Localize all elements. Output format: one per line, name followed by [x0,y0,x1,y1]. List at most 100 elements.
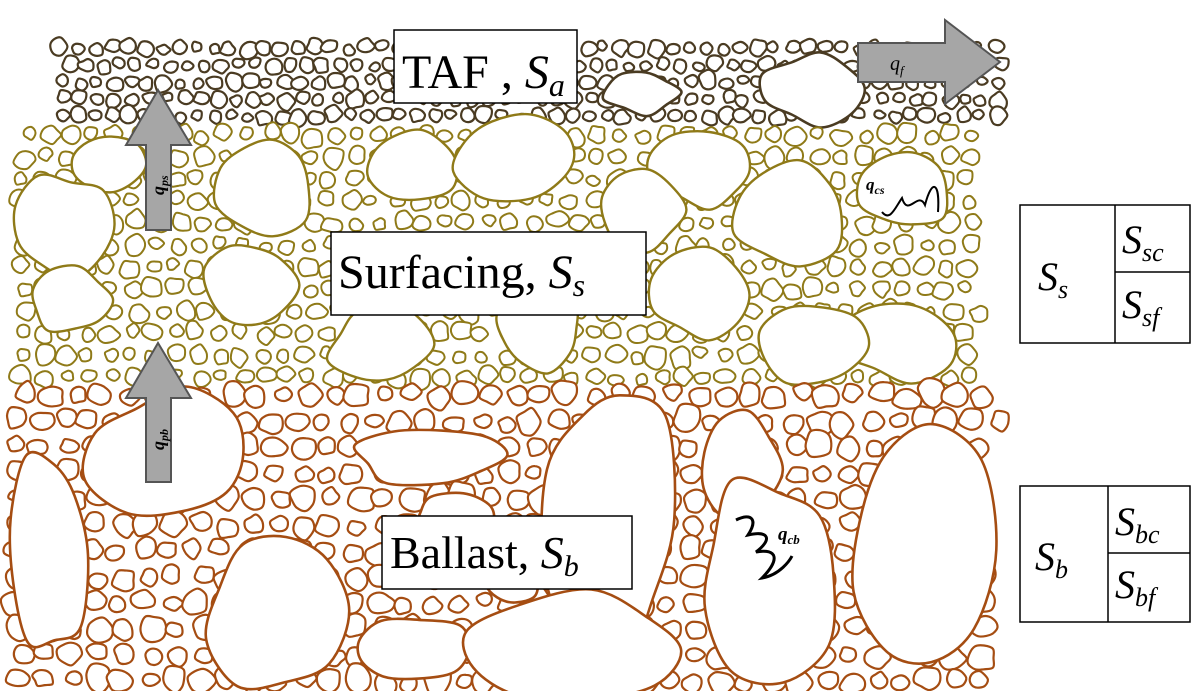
stone [449,320,473,341]
stone [346,486,375,513]
stone [751,109,767,125]
stone [635,372,649,387]
stone [140,322,164,342]
stone [891,257,911,277]
stone [581,346,601,364]
stone [558,194,578,211]
stone [165,257,181,271]
stone [455,673,473,690]
stone [317,436,336,456]
stone [333,57,349,74]
stone [125,322,141,339]
stone [912,255,935,276]
stone [270,41,290,58]
stone [661,383,683,402]
stone [190,237,208,254]
svg-text:Ss: Ss [1038,254,1068,304]
stone [962,194,977,210]
stone [345,88,366,110]
stone [56,89,73,104]
stone [240,486,266,511]
stone [243,513,265,534]
stone [112,513,140,540]
stone [705,54,725,73]
stone [451,112,576,203]
stone [290,437,318,461]
stone [290,40,307,56]
stone [208,109,223,125]
stone [740,259,758,275]
stone [60,124,82,146]
stone [74,409,98,430]
stone [966,644,996,671]
stone [208,42,221,56]
stone [4,668,31,688]
stone [104,106,122,124]
stone [141,672,162,687]
stone [957,280,972,294]
stone [698,216,715,230]
stone [139,275,163,298]
stone [497,459,521,485]
stone [340,412,360,435]
stone [129,588,157,610]
stone [298,56,315,75]
stone [626,40,646,59]
stone [124,232,147,258]
stone [31,669,55,688]
stone [731,107,752,124]
stone [147,236,166,251]
stone [22,125,37,141]
stone [85,616,115,644]
stone [764,125,783,144]
stone [137,75,154,92]
stone [940,145,961,165]
stone [190,109,203,122]
stone [611,128,628,143]
stone [312,413,330,432]
stone [792,381,814,402]
stone [207,537,230,556]
stone [164,277,185,295]
stone [171,211,192,232]
stone [936,111,952,124]
stone [248,56,262,69]
stone [564,107,581,124]
stone [235,369,256,384]
stone [86,382,112,407]
stone [124,207,147,230]
stone [111,618,134,643]
stone [421,595,444,616]
stone [712,368,737,384]
stone [810,384,840,410]
stone [28,411,56,431]
stone [212,235,227,250]
stone [758,51,867,129]
stone [16,347,31,362]
stone [166,343,187,362]
stone [122,346,136,361]
stone [850,368,865,384]
stone [867,381,896,403]
stone [475,591,494,607]
stone [733,94,749,109]
stone [193,216,212,233]
stone [654,369,671,386]
stone [740,59,758,74]
stone [436,214,453,228]
stone [123,280,145,300]
stone [916,281,936,297]
stone [697,68,717,91]
stone [259,436,289,458]
stone [88,41,104,58]
stone [960,366,978,384]
stone [54,344,79,367]
stone [859,129,874,145]
stone [69,385,87,405]
stone [699,41,714,56]
stone [428,108,444,124]
stone [600,108,615,122]
stone [612,108,632,126]
stone [222,380,248,408]
stone [837,465,860,485]
